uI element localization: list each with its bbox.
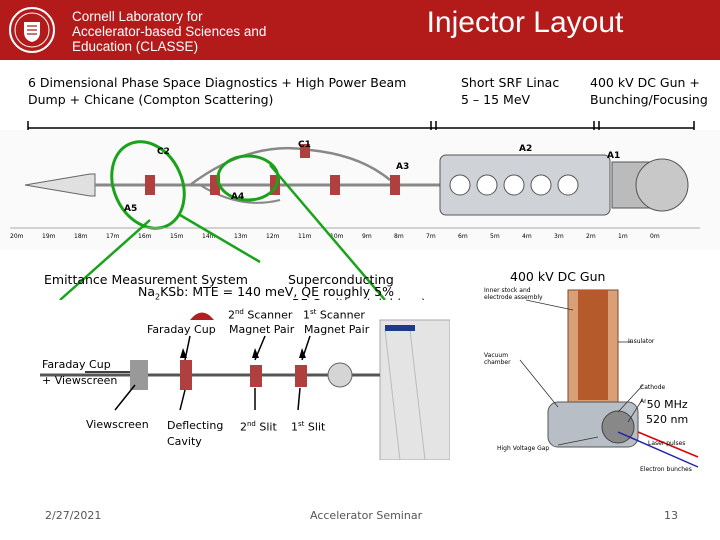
laser-spec-label: 50 MHz 520 nm bbox=[646, 397, 689, 427]
scale-tick: 12m bbox=[266, 233, 280, 240]
deflecting-cavity-label: Deflecting Cavity bbox=[167, 419, 224, 448]
faraday-cup-label: Faraday Cup bbox=[147, 323, 216, 336]
slit-1-label: 1st Slit bbox=[291, 420, 326, 434]
scale-tick: 9m bbox=[362, 233, 372, 240]
magnet-pair-2-label: Magnet Pair bbox=[304, 323, 370, 336]
slide-title: Injector Layout bbox=[426, 6, 624, 39]
scanner-1-label: 1st Scanner bbox=[303, 308, 365, 322]
emittance-label: Emittance Measurement System bbox=[44, 272, 248, 287]
footer-date: 2/27/2021 bbox=[45, 509, 102, 522]
cathode-label: Cathode bbox=[640, 384, 666, 391]
faraday-cup-viewscreen-label: Faraday Cup + Viewscreen bbox=[42, 358, 118, 387]
diagnostic-beamline-image bbox=[40, 300, 450, 460]
tag-a1: A1 bbox=[607, 151, 621, 161]
slide-number: 13 bbox=[664, 509, 678, 522]
tag-a5: A5 bbox=[124, 204, 138, 214]
scale-tick: 18m bbox=[74, 233, 88, 240]
superconducting-label: Superconducting bbox=[288, 272, 394, 287]
scale-tick: 0m bbox=[650, 233, 660, 240]
scale-tick: 13m bbox=[234, 233, 248, 240]
laser-pulses-label: Laser pulses bbox=[648, 440, 686, 447]
scale-tick: 19m bbox=[42, 233, 56, 240]
gun-panel-title: 400 kV DC Gun bbox=[510, 269, 606, 284]
tag-a4: A4 bbox=[231, 192, 245, 202]
scale-tick: 17m bbox=[106, 233, 120, 240]
tag-c2: C2 bbox=[157, 147, 170, 157]
electron-bunches-label: Electron bunches bbox=[640, 466, 692, 473]
scale-tick: 15m bbox=[170, 233, 184, 240]
tag-a2: A2 bbox=[519, 144, 533, 154]
scale-tick: 16m bbox=[138, 233, 152, 240]
scale-tick: 1m bbox=[618, 233, 628, 240]
hv-gap-label: High Voltage Gap bbox=[497, 445, 550, 452]
scale-tick: 5m bbox=[490, 233, 500, 240]
vacuum-chamber-label: Vacuum chamber bbox=[484, 352, 511, 366]
insulator-label: Insulator bbox=[628, 338, 655, 345]
diagnostics-label: 6 Dimensional Phase Space Diagnostics + … bbox=[28, 75, 407, 107]
scale-tick: 11m bbox=[298, 233, 312, 240]
scale-tick: 6m bbox=[458, 233, 468, 240]
cornell-seal-icon bbox=[9, 7, 55, 53]
photocathode-label: Na2KSb: MTE = 140 meV, QE roughly 5% bbox=[138, 284, 394, 302]
scale-tick: 10m bbox=[330, 233, 344, 240]
magnet-pair-1-label: Magnet Pair bbox=[229, 323, 295, 336]
distance-scale: 20m 19m 18m 17m 16m 15m 14m 13m 12m 11m … bbox=[0, 233, 720, 245]
beamline-layout-diagram bbox=[0, 130, 720, 250]
tag-a3: A3 bbox=[396, 162, 410, 172]
org-name: Cornell Laboratory for Accelerator-based… bbox=[72, 9, 267, 54]
scale-tick: 3m bbox=[554, 233, 564, 240]
dc-gun-cutaway-diagram bbox=[519, 289, 699, 468]
scale-tick: 4m bbox=[522, 233, 532, 240]
scanner-2-label: 2nd Scanner bbox=[228, 308, 293, 322]
scale-tick: 20m bbox=[10, 233, 24, 240]
scale-tick: 8m bbox=[394, 233, 404, 240]
inner-stock-label: Inner stock and electrode assembly bbox=[484, 287, 543, 301]
scale-tick: 7m bbox=[426, 233, 436, 240]
scale-tick: 14m bbox=[202, 233, 216, 240]
header-bar bbox=[0, 0, 720, 60]
footer-event: Accelerator Seminar bbox=[310, 509, 423, 522]
slit-2-label: 2nd Slit bbox=[240, 420, 277, 434]
linac-label: Short SRF Linac 5 – 15 MeV bbox=[461, 75, 560, 107]
viewscreen-label: Viewscreen bbox=[86, 418, 149, 431]
tag-c1: C1 bbox=[298, 140, 311, 150]
gun-label: 400 kV DC Gun + Bunching/Focusing bbox=[590, 75, 708, 107]
scale-tick: 2m bbox=[586, 233, 596, 240]
